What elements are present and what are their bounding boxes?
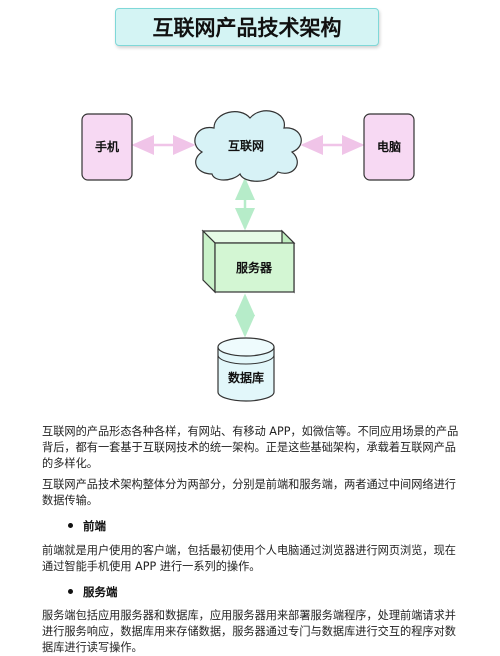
phone-node: 手机 bbox=[81, 113, 133, 181]
frontend-bullet: 前端 bbox=[68, 518, 106, 534]
bullet-dot-icon bbox=[68, 589, 73, 594]
phone-label: 手机 bbox=[95, 139, 119, 154]
backend-paragraph: 服务端包括应用服务器和数据库，应用服务器用来部署服务端程序，处理前端请求并进行服… bbox=[42, 609, 456, 654]
intro-paragraph: 互联网的产品形态各种各样，有网站、有移动 APP，如微信等。不同应用场景的产品背… bbox=[42, 425, 459, 470]
computer-label: 电脑 bbox=[377, 139, 401, 154]
internet-label: 互联网 bbox=[228, 139, 264, 153]
server-node: 服务器 bbox=[201, 229, 296, 294]
backend-bullet: 服务端 bbox=[68, 584, 118, 600]
frontend-paragraph: 前端就是用户使用的客户端，包括最初使用个人电脑通过浏览器进行网页浏览，现在通过智… bbox=[42, 544, 456, 573]
database-node: 数据库 bbox=[217, 337, 275, 402]
internet-cloud-node: 互联网 bbox=[194, 110, 302, 182]
page-title: 互联网产品技术架构 bbox=[115, 8, 379, 46]
bullet-dot-icon bbox=[68, 523, 73, 528]
frontend-heading: 前端 bbox=[83, 519, 106, 533]
backend-heading: 服务端 bbox=[83, 585, 118, 599]
computer-node: 电脑 bbox=[363, 113, 415, 181]
server-label: 服务器 bbox=[236, 260, 273, 275]
database-label: 数据库 bbox=[228, 370, 264, 385]
architecture-diagram: 手机 电脑 互联网 服务器 数据库 bbox=[81, 110, 415, 402]
architecture-paragraph: 互联网产品技术架构整体分为两部分，分别是前端和服务端，两者通过中间网络进行数据传… bbox=[42, 478, 456, 507]
